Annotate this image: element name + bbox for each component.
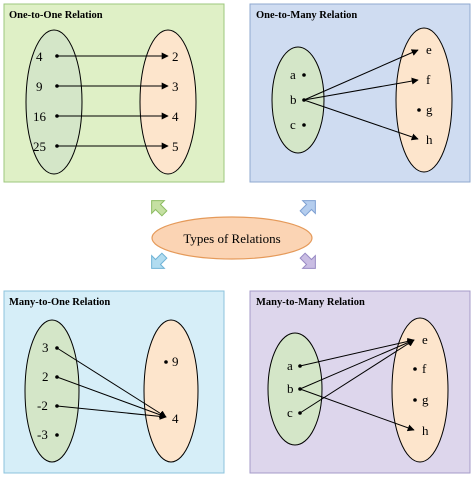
element-label: 3 [172,79,179,94]
element-label: c [287,405,293,420]
element-label: 4 [172,411,179,426]
element-label: a [287,358,293,373]
codomain-ellipse-one-to-one [139,29,197,175]
panel-title-many-to-many: Many-to-Many Relation [256,297,365,308]
elements-many-to-many: a b c e f g h [287,332,429,438]
element-label: -2 [37,398,48,413]
arrow-up-right-icon [299,200,316,217]
arrow-2-to-4 [56,376,167,419]
arrow-neg2-to-4 [56,405,167,420]
corner-arrows [151,200,316,269]
element-dot [55,114,59,118]
element-dot [55,84,59,88]
element-label: 3 [42,340,49,355]
element-label: 9 [36,79,43,94]
element-dot [55,54,59,58]
element-dot [302,73,306,77]
element-label: 9 [172,354,179,369]
element-dot [55,433,59,437]
element-label: a [290,67,296,82]
element-label: 25 [33,139,46,154]
arrow-a-to-e [299,337,415,367]
element-dot [298,387,302,391]
domain-ellipse-one-to-many [271,46,325,154]
codomain-ellipse-many-to-one [143,319,199,463]
arrow-3-to-4 [56,347,167,418]
arrow-b-to-h-2 [299,388,415,432]
element-label: -3 [37,427,48,442]
domain-ellipse-one-to-one [25,29,83,175]
element-dot [55,346,59,350]
element-label: e [422,332,428,347]
elements-one-to-one: 4 9 16 25 2 3 4 5 [33,49,179,154]
element-label: 2 [172,49,179,64]
element-dot [302,98,306,102]
element-label: 16 [33,109,47,124]
elements-one-to-many: a b c e f g h [290,42,433,147]
center-label: Types of Relations [183,231,280,246]
arrow-b-to-f [303,77,419,101]
arrow-b-to-e-2 [299,339,415,390]
codomain-ellipse-one-to-many [395,27,453,173]
elements-many-to-one: 3 2 -2 -3 9 4 [37,340,179,442]
element-label: h [422,423,429,438]
arrow-up-left-icon [151,200,168,217]
element-label: 2 [42,369,49,384]
element-label: e [426,42,432,57]
codomain-ellipse-many-to-many [391,317,449,463]
element-dot [298,364,302,368]
domain-ellipse-many-to-one [24,319,80,463]
panel-title-many-to-one: Many-to-One Relation [9,297,110,308]
element-dot [164,360,168,364]
panel-title-one-to-one: One-to-One Relation [9,10,103,21]
element-dot [302,123,306,127]
element-label: b [287,381,294,396]
domain-ellipse-many-to-many [267,332,323,446]
element-dot [417,108,421,112]
element-label: 5 [172,139,179,154]
arrow-b-to-e [303,49,419,101]
element-label: h [426,132,433,147]
arrow-b-to-h [303,99,419,141]
element-dot [55,375,59,379]
element-label: c [290,117,296,132]
element-label: f [422,361,427,376]
element-label: 4 [36,49,43,64]
element-dot [413,367,417,371]
element-label: g [426,102,433,117]
panel-title-one-to-many: One-to-Many Relation [256,10,357,21]
element-dot [55,404,59,408]
center-oval [151,216,313,260]
arrow-c-to-e [299,339,415,414]
element-label: b [290,92,297,107]
element-label: 4 [172,109,179,124]
arrow-down-left-icon [151,252,168,269]
element-label: g [422,392,429,407]
element-dot [298,411,302,415]
element-dot [55,144,59,148]
element-dot [413,398,417,402]
mapping-arrows [56,49,419,432]
arrow-down-right-icon [299,252,316,269]
element-label: f [426,72,431,87]
